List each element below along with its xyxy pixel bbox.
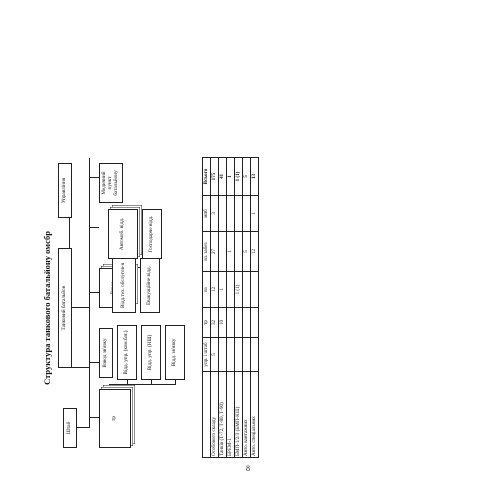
table-cell: 13 bbox=[250, 157, 259, 196]
table-cell bbox=[218, 231, 227, 272]
table-header-cell: вз. забез bbox=[202, 231, 211, 272]
battalion-box: Танковий батальйон bbox=[58, 248, 72, 368]
table-cell: Авто. вантажних bbox=[242, 371, 251, 458]
table-cell bbox=[250, 307, 259, 338]
table-cell bbox=[234, 307, 243, 338]
table-row: БМП-1/2/3 (БМП-КШ) 1 (1) 1 (1) bbox=[234, 157, 243, 458]
signal-platoon-box: Взвод зв'язку bbox=[99, 328, 113, 378]
table-cell bbox=[226, 307, 235, 338]
table-cell: 175 bbox=[210, 157, 219, 196]
connector-line bbox=[89, 177, 99, 178]
connector-line bbox=[89, 158, 90, 428]
table-cell: 5 bbox=[242, 157, 251, 196]
table-cell: 41 bbox=[218, 157, 227, 196]
table-cell bbox=[234, 337, 243, 372]
table-cell: 1 bbox=[218, 271, 227, 308]
table-cell: 5 bbox=[242, 231, 251, 272]
connector-line bbox=[89, 227, 99, 228]
table-cell: 10 bbox=[218, 307, 227, 338]
signal-squad-staff-box: Відд. упр. (НШ) bbox=[141, 325, 161, 380]
table-cell: 12 bbox=[210, 271, 219, 308]
connector-line bbox=[72, 307, 89, 308]
table-cell: 1 bbox=[226, 231, 235, 272]
table-cell bbox=[234, 195, 243, 232]
table-cell bbox=[218, 337, 227, 372]
vehicle-squad-box: Автомоб. відд. bbox=[108, 209, 138, 259]
page-number: 8 bbox=[246, 464, 250, 473]
table-row: Авто. вантажних 5 5 bbox=[242, 157, 251, 458]
maintenance-squad-box: Відд.тех. обслугов-я bbox=[112, 258, 136, 313]
table-cell bbox=[242, 195, 251, 232]
table-cell bbox=[226, 337, 235, 372]
table-cell: Особового складу bbox=[210, 371, 219, 458]
evacuation-squad-box: Евакуаційне відд. bbox=[140, 258, 160, 313]
table-cell: БМП-1/2/3 (БМП-КШ) bbox=[234, 371, 243, 458]
table-cell bbox=[250, 271, 259, 308]
signal-squad-box: Відд. зв'язку bbox=[165, 325, 185, 380]
connector-line bbox=[127, 380, 128, 385]
table-cell bbox=[242, 337, 251, 372]
table-cell: 32 bbox=[210, 307, 219, 338]
table-cell: 1 (1) bbox=[234, 157, 243, 196]
table-header-cell: тр bbox=[202, 307, 211, 338]
management-box: Управління bbox=[58, 163, 72, 218]
connector-line bbox=[89, 417, 99, 418]
table-cell bbox=[250, 337, 259, 372]
table-cell: 1 bbox=[250, 195, 259, 232]
table-cell bbox=[242, 271, 251, 308]
signal-squad-command-box: Відд. упр. (ком.бат.) bbox=[117, 325, 137, 380]
table-cell: Авто. спеціальних bbox=[250, 371, 259, 458]
table-cell: 5 bbox=[210, 337, 219, 372]
table-header-cell: упр. і штаб bbox=[202, 337, 211, 372]
table-cell: 12 bbox=[250, 231, 259, 272]
connector-line bbox=[175, 380, 176, 385]
table-header-cell bbox=[202, 371, 211, 458]
table-header-cell: Всього bbox=[202, 157, 211, 196]
table-cell bbox=[234, 231, 243, 272]
table-cell: БРЕМ-1 bbox=[226, 371, 235, 458]
connector-line bbox=[109, 384, 176, 385]
connector-line bbox=[69, 218, 70, 248]
table-cell bbox=[226, 271, 235, 308]
table-cell: 1 bbox=[226, 157, 235, 196]
table-cell: 1 (1) bbox=[234, 271, 243, 308]
connector-line bbox=[89, 292, 99, 293]
medical-point-box: Медичний пункт батальйону bbox=[99, 163, 123, 203]
table-cell bbox=[218, 195, 227, 232]
staff-box: Штаб bbox=[63, 408, 77, 448]
table-cell bbox=[226, 195, 235, 232]
table-header-cell: вз bbox=[202, 271, 211, 308]
table-cell: 27 bbox=[210, 231, 219, 272]
page-title: Структура танкового батальйону омсбр bbox=[42, 231, 52, 385]
connector-line bbox=[89, 362, 99, 363]
supply-squad-box: Господарче відд. bbox=[142, 209, 162, 259]
connector-line bbox=[77, 427, 89, 428]
rotated-content: Структура танкового батальйону омсбр Тан… bbox=[42, 157, 272, 458]
table-header-cell: мпб bbox=[202, 195, 211, 232]
table-cell: 3 bbox=[210, 195, 219, 232]
table-cell bbox=[242, 307, 251, 338]
table-row: БРЕМ-1 1 1 bbox=[226, 157, 235, 458]
tank-company-box: тр bbox=[99, 389, 131, 448]
connector-line bbox=[151, 380, 152, 385]
table-cell: Танків (Т-72, Т-80, Т-90) bbox=[218, 371, 227, 458]
